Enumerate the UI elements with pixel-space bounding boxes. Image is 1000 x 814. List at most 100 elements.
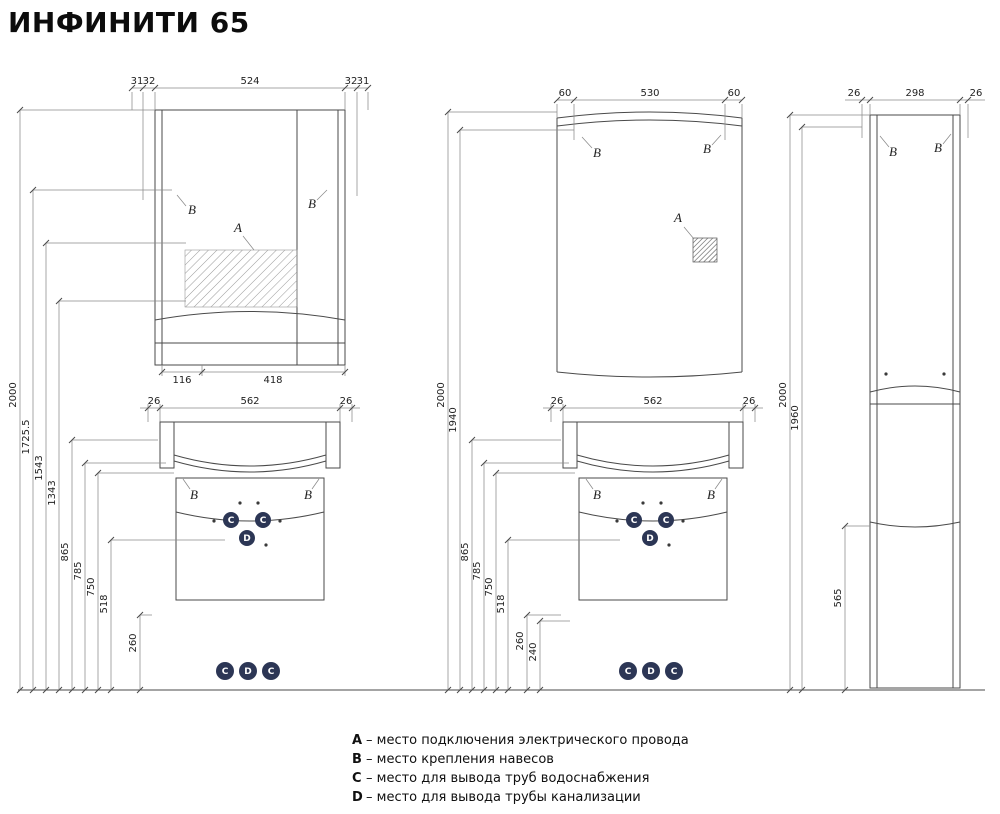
dim-label: 116 [172,375,191,386]
left-mirror-cabinet-view: 31 32 524 32 31 116 418 B B A [128,76,372,386]
electrical-zone-hatch [692,237,718,263]
dim-label: 1725.5 [21,420,32,455]
marker-leader-lines [182,478,320,490]
marker-b: B [889,144,897,159]
drain-point [642,530,658,546]
floor-outlet-d [642,662,660,680]
marker-a: A [673,210,682,225]
floor-outlet-c [665,662,683,680]
dim-label: 750 [86,577,97,596]
dim-label: 865 [460,542,471,561]
legend-key-c: C [352,771,362,786]
marker-c: C [268,667,275,677]
marker-b: B [593,487,601,502]
floor-outlet-c [216,662,234,680]
column-shelves [869,385,961,528]
dim-label: 562 [240,396,259,407]
dim-label: 518 [496,594,507,613]
marker-leader-lines [585,478,723,490]
legend-key-d: D [352,790,363,805]
dim-label: 31 [357,76,370,87]
dim-label: 1543 [34,455,45,480]
water-supply-point [626,512,642,528]
vanity-cabinet-box [175,477,325,601]
marker-b: B [308,196,316,211]
marker-c: C [260,516,267,526]
dim-label: 2000 [8,382,19,407]
water-supply-point [255,512,271,528]
handle-dot [942,372,946,376]
marker-d: D [647,667,654,677]
mirror-sides [556,118,743,372]
column-inner-walls [876,115,954,688]
vanity-right-bracket [728,421,744,469]
marker-leader-lines [879,133,952,148]
marker-d: D [646,534,653,544]
dim-label: 785 [73,561,84,580]
mount-dot [681,519,685,523]
legend-text-d: – место для вывода трубы канализации [366,790,641,805]
vanity-top-panel [576,421,730,455]
legend-text-b: – место крепления навесов [366,752,554,767]
dim-label: 260 [515,631,526,650]
dim-label: 26 [551,396,564,407]
marker-d: D [244,667,251,677]
marker-b: B [934,140,942,155]
legend-key-a: A [352,733,362,748]
marker-c: C [663,516,670,526]
marker-b: B [593,145,601,160]
mount-dot [659,501,663,505]
vanity-basin-curve [576,454,730,473]
electrical-zone-hatch [184,249,298,308]
dimension-lines [447,111,620,690]
marker-b: B [304,487,312,502]
dim-label: 1343 [47,480,58,505]
extension-lines [161,365,346,376]
marker-c: C [625,667,632,677]
dim-label: 418 [263,375,282,386]
mount-dot [615,519,619,523]
dim-label: 1940 [448,407,459,432]
dimension-ticks [553,96,746,104]
dimension-ticks [128,84,372,92]
dim-label: 26 [148,396,161,407]
dim-label: 750 [484,577,495,596]
mirror-cabinet-shelf [154,311,346,344]
vanity-counter-curve [578,511,728,522]
extension-lines [550,404,756,422]
mount-dot [667,543,671,547]
dim-label: 32 [345,76,358,87]
middle-floor-outlets: C D C [619,662,683,680]
dimension-ticks [144,404,356,412]
marker-c: C [222,667,229,677]
dim-label: 865 [60,542,71,561]
dimension-ticks [786,111,849,694]
left-floor-outlets: C D C [216,662,280,680]
mirror-cabinet-panels [161,110,339,365]
dimension-ticks [158,368,349,376]
drain-point [239,530,255,546]
dim-label: 518 [99,594,110,613]
dim-label: 565 [833,588,844,607]
vanity-left-bracket [159,421,175,469]
vanity-cabinet-box [578,477,728,601]
page-title: ИНФИНИТИ 65 [8,6,250,39]
dimension-ticks [858,96,972,104]
marker-leader-lines [176,189,328,251]
legend: A – место подключения электрического про… [352,733,689,805]
legend-key-b: B [352,752,362,767]
middle-mirror-view: 60 530 60 B B A [553,88,746,378]
dim-label: 240 [528,642,539,661]
vanity-right-bracket [325,421,341,469]
vanity-basin-curve [173,454,327,473]
mount-dot [641,501,645,505]
marker-leader-lines [581,134,722,240]
mirror-curves [556,111,743,378]
left-vertical-dimensions: 2000 1725.5 1543 1343 865 785 750 518 26… [8,106,225,694]
mount-dot [212,519,216,523]
dim-label: 60 [559,88,572,99]
dimension-lines [19,109,225,690]
dimension-ticks [547,404,759,412]
